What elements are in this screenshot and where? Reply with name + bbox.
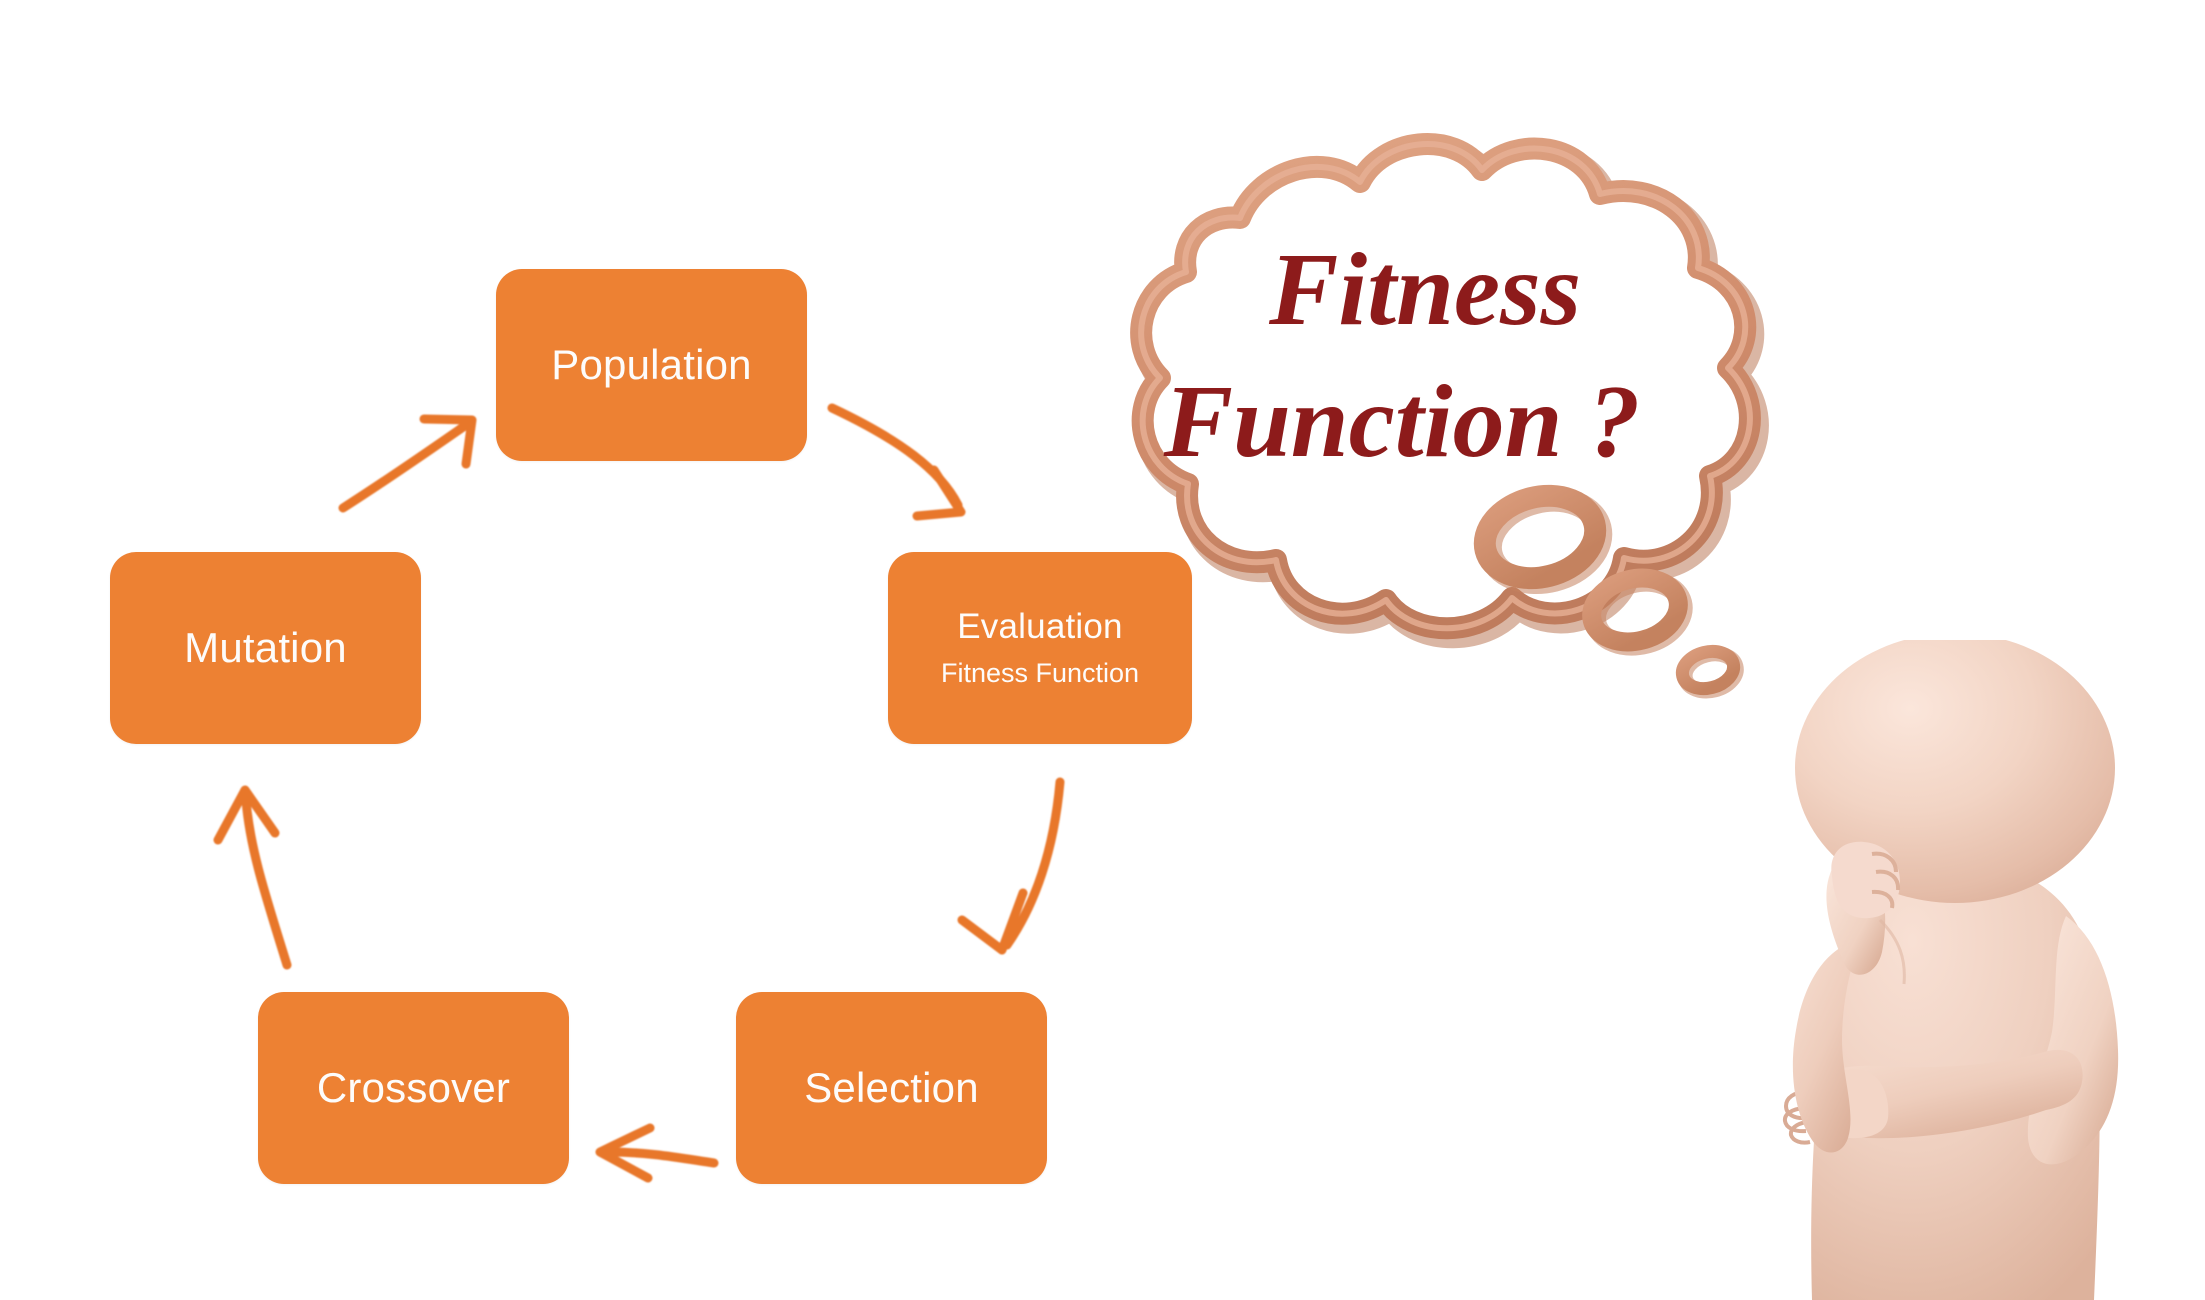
arrow-population-to-evaluation	[827, 403, 966, 521]
node-evaluation-subtitle: Fitness Function	[940, 658, 1140, 689]
thought-bubble: Fitness Function ?	[1030, 110, 1790, 750]
arrow-mutation-to-population	[338, 414, 477, 513]
bubble-text-line1: Fitness	[1268, 232, 1581, 347]
figure-fist	[1831, 841, 1901, 919]
node-selection-title: Selection	[804, 1064, 979, 1112]
node-population-title: Population	[551, 341, 752, 389]
node-mutation[interactable]: Mutation	[110, 552, 421, 744]
arrow-selection-to-crossover	[595, 1123, 719, 1183]
bubble-tail-ring-2	[1582, 568, 1693, 656]
figure-head	[1795, 633, 2115, 903]
figure-left-upper-arm	[1792, 940, 1860, 1153]
bubble-tail-ring-3	[1675, 644, 1744, 699]
arrow-crossover-to-mutation	[213, 785, 292, 970]
node-crossover-title: Crossover	[316, 1064, 511, 1112]
node-population[interactable]: Population	[496, 269, 807, 461]
node-selection[interactable]: Selection	[736, 992, 1047, 1184]
node-crossover[interactable]: Crossover	[258, 992, 569, 1184]
node-evaluation[interactable]: Evaluation Fitness Function	[888, 552, 1192, 744]
node-mutation-title: Mutation	[184, 624, 347, 672]
figure-shading	[1878, 918, 1906, 985]
node-evaluation-title: Evaluation	[957, 606, 1123, 646]
arrow-evaluation-to-selection	[957, 777, 1065, 955]
bubble-outline-highlight	[1138, 141, 1753, 632]
bubble-text-line2: Function ?	[1163, 364, 1641, 479]
bubble-tail-ring-1	[1473, 484, 1613, 594]
thinking-figure	[1700, 633, 2205, 1300]
